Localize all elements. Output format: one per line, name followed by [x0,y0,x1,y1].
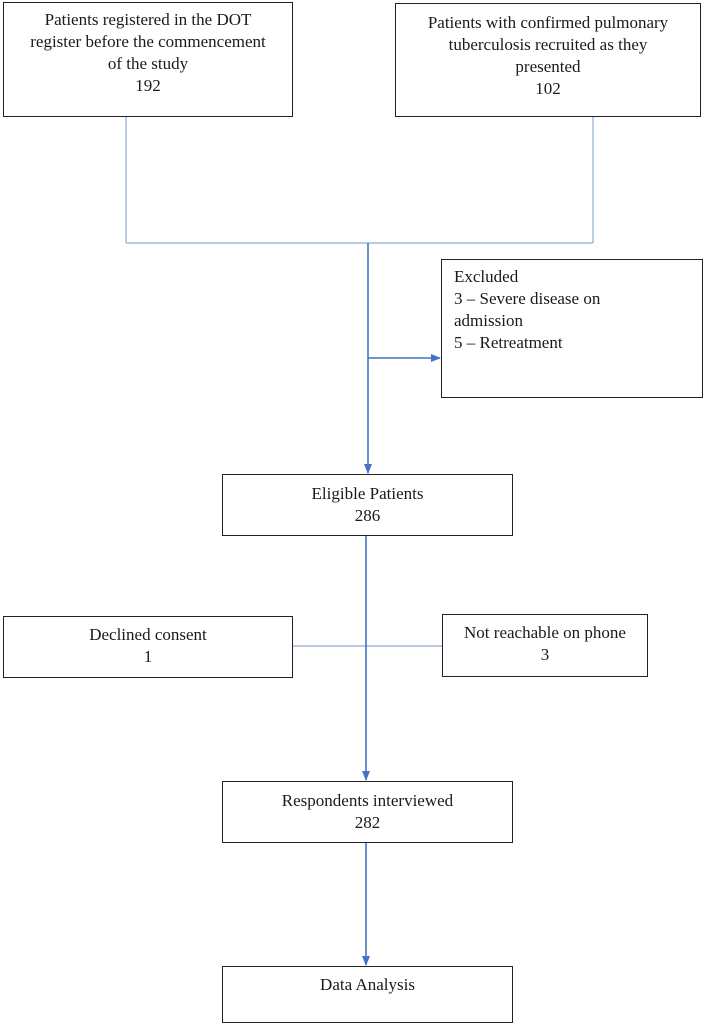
interviewed-count: 282 [354,813,381,832]
excluded-line-1: 3 – Severe disease on [454,289,601,308]
excluded-box: Excluded 3 – Severe disease on admission… [441,259,703,398]
eligible-patients-box: Eligible Patients 286 [222,474,513,536]
recruited-line-2: tuberculosis recruited as they [448,35,648,54]
not-reachable-box: Not reachable on phone 3 [442,614,648,677]
excluded-line-3: 5 – Retreatment [454,333,563,352]
registered-line-2: register before the commencement [30,32,266,51]
recruited-line-1: Patients with confirmed pulmonary [427,13,669,32]
registered-count: 192 [135,76,161,95]
excluded-title: Excluded [454,267,519,286]
recruited-patients-box: Patients with confirmed pulmonary tuberc… [395,3,701,117]
eligible-count: 286 [354,506,381,525]
data-analysis-box: Data Analysis [222,966,513,1023]
recruited-line-3: presented [515,57,581,76]
analysis-label: Data Analysis [320,975,415,994]
not-reachable-count: 3 [540,645,550,664]
recruited-count: 102 [535,79,561,98]
declined-count: 1 [143,647,153,666]
declined-consent-box: Declined consent 1 [3,616,293,678]
interviewed-label: Respondents interviewed [281,791,454,810]
registered-line-1: Patients registered in the DOT [44,10,252,29]
registered-patients-box: Patients registered in the DOT register … [3,2,293,117]
not-reachable-label: Not reachable on phone [464,623,626,642]
eligible-label: Eligible Patients [311,484,424,503]
respondents-interviewed-box: Respondents interviewed 282 [222,781,513,843]
declined-label: Declined consent [89,625,207,644]
registered-line-3: of the study [107,54,189,73]
excluded-line-2: admission [454,311,523,330]
